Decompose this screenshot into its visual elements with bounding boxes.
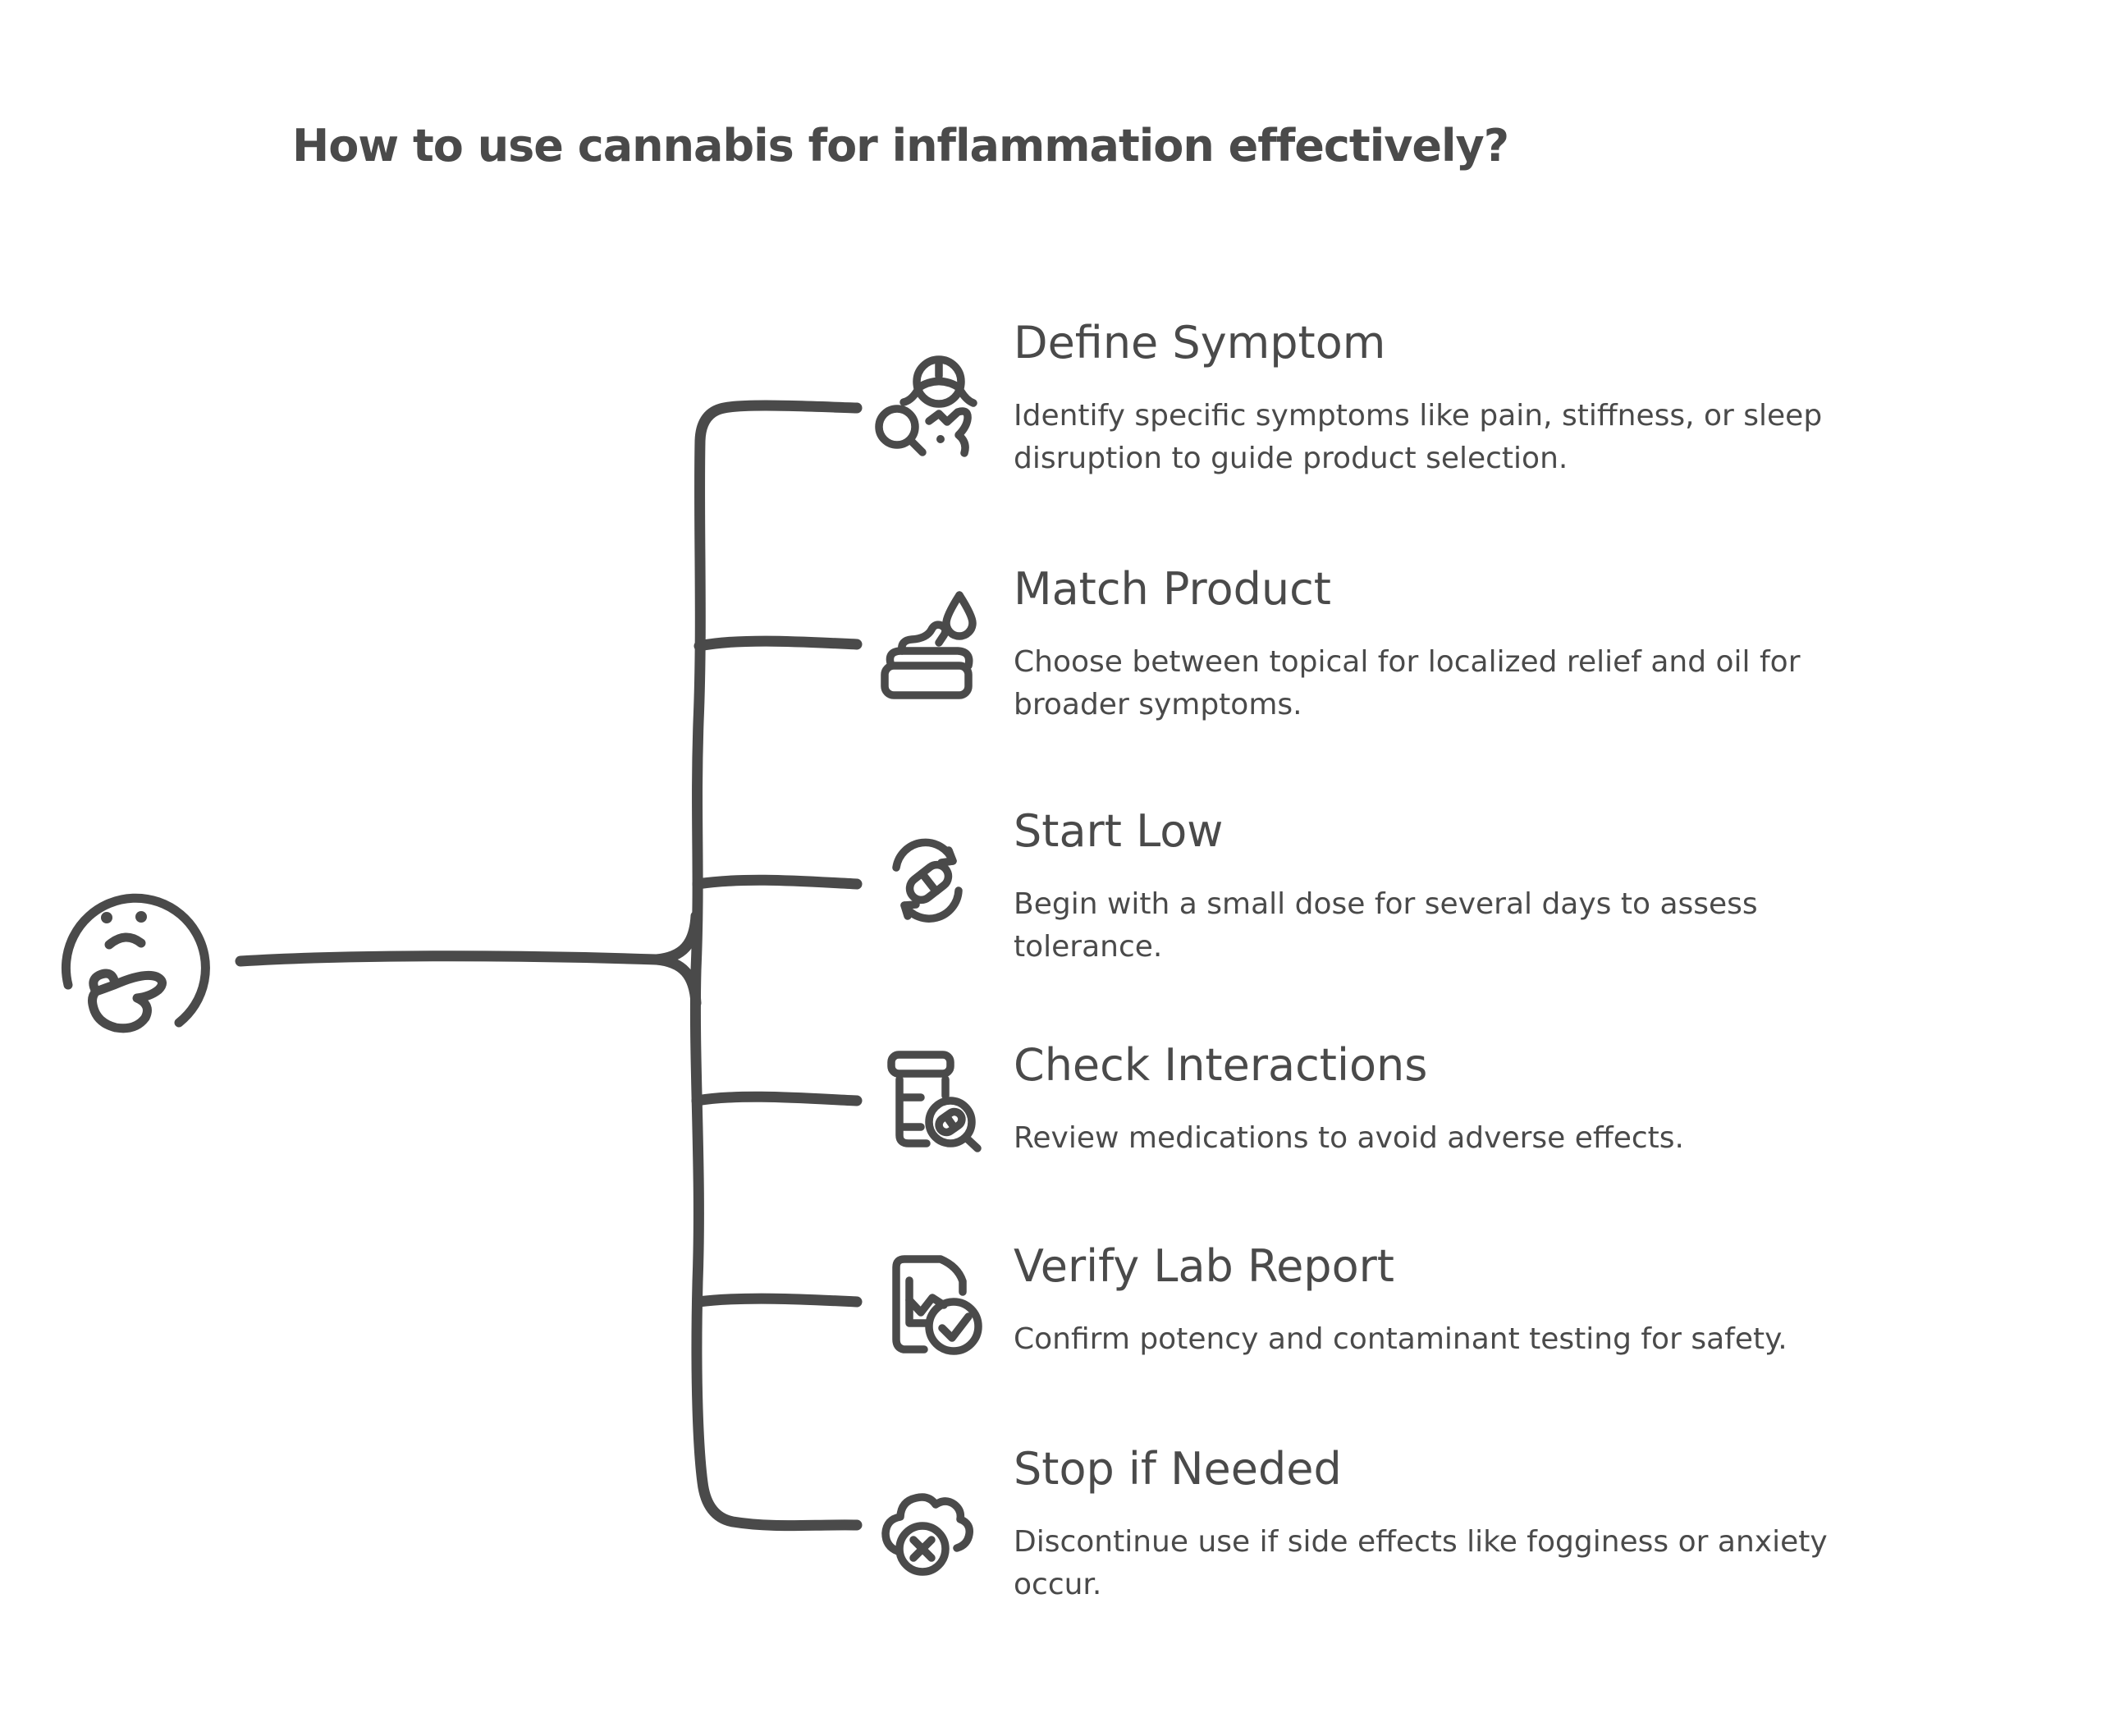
dose-cycle-icon xyxy=(892,838,963,923)
item-title: Start Low xyxy=(1014,805,1224,857)
step-item: Stop if Needed Discontinue use if side e… xyxy=(1014,1442,2089,1606)
item-title: Define Symptom xyxy=(1014,317,1386,369)
item-title: Check Interactions xyxy=(1014,1039,1428,1091)
step-item: Define Symptom Identify specific symptom… xyxy=(1014,316,2089,480)
thinking-face-icon xyxy=(61,893,210,1033)
medication-review-icon xyxy=(887,1051,982,1152)
item-description: Confirm potency and contaminant testing … xyxy=(1014,1322,1787,1356)
step-item: Start Low Begin with a small dose for se… xyxy=(1014,804,2089,969)
item-title: Match Product xyxy=(1014,563,1331,615)
item-title: Verify Lab Report xyxy=(1014,1240,1394,1292)
item-description: Discontinue use if side effects like fog… xyxy=(1014,1525,1828,1601)
item-description: Review medications to avoid adverse effe… xyxy=(1014,1121,1684,1155)
item-description: Begin with a small dose for several days… xyxy=(1014,887,1758,964)
page-title: How to use cannabis for inflammation eff… xyxy=(292,120,1509,172)
lab-report-check-icon xyxy=(892,1255,982,1355)
item-description: Choose between topical for localized rel… xyxy=(1014,645,1801,721)
symptom-search-icon xyxy=(875,355,977,457)
step-item: Match Product Choose between topical for… xyxy=(1014,562,2089,726)
item-title: Stop if Needed xyxy=(1014,1443,1342,1495)
step-item: Verify Lab Report Confirm potency and co… xyxy=(1014,1239,2089,1361)
item-description: Identify specific symptoms like pain, st… xyxy=(1014,399,1823,475)
fog-stop-icon xyxy=(881,1493,974,1576)
step-item: Check Interactions Review medications to… xyxy=(1014,1038,2089,1160)
topical-cream-oil-icon xyxy=(881,591,977,699)
